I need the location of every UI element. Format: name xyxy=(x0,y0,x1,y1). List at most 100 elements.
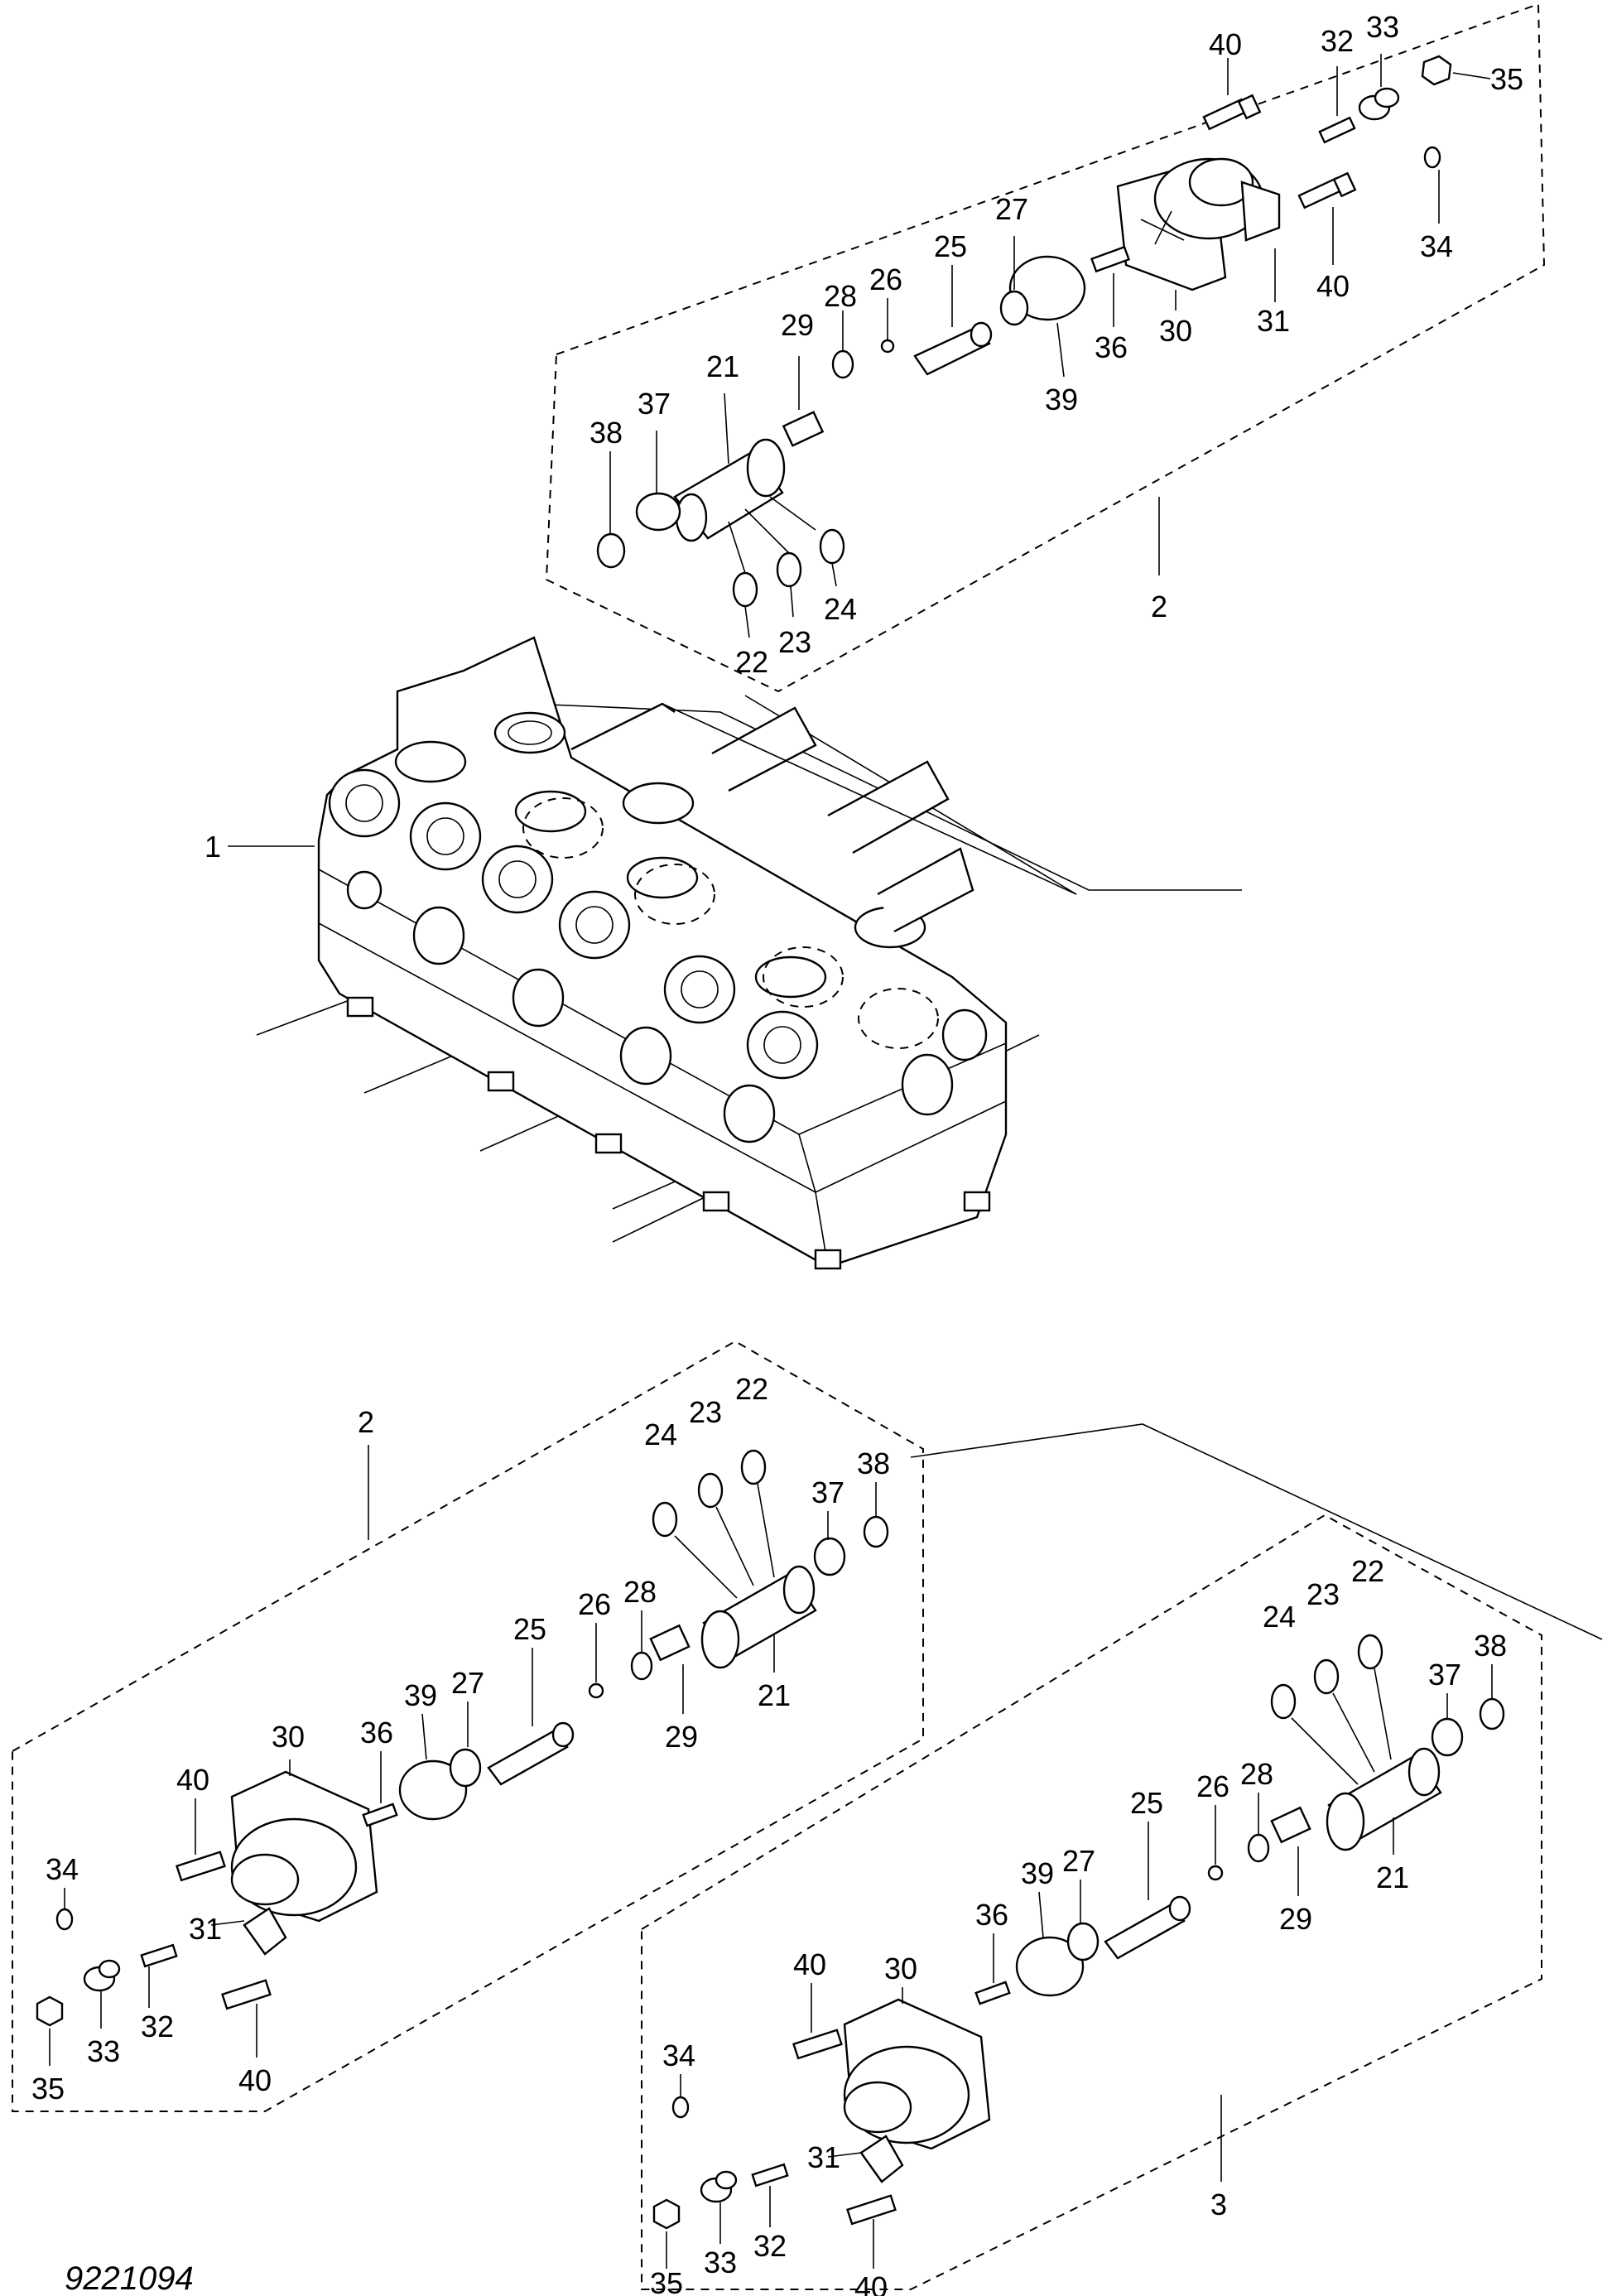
assembly-group-lower-left: 2 30 40 34 31 32 33 35 40 36 39 27 25 26… xyxy=(12,1340,924,2112)
sleeve-21-lr xyxy=(1326,1747,1442,1851)
ball-26-lr xyxy=(1207,1865,1224,1881)
label-24: 24 xyxy=(824,592,857,626)
port-boss xyxy=(328,768,401,838)
label-31: 31 xyxy=(1257,304,1290,338)
nut-35-ll xyxy=(36,1995,64,2027)
diaphragm-39 xyxy=(1008,255,1086,321)
spring-36 xyxy=(1090,245,1131,273)
spring-29-lr xyxy=(1270,1806,1311,1844)
washer-27 xyxy=(999,290,1029,326)
plug-37-ll xyxy=(813,1537,846,1576)
label-28: 28 xyxy=(824,279,857,313)
spring-29 xyxy=(782,411,825,447)
o-ring-38 xyxy=(596,532,626,569)
solenoid-housing-ll xyxy=(230,1770,378,1956)
label-33-ll: 33 xyxy=(87,2034,120,2068)
label-24-lr: 24 xyxy=(1263,1600,1296,1634)
label-40b-ll: 40 xyxy=(238,2063,272,2097)
o-ring-22 xyxy=(732,571,758,608)
label-37-ll: 37 xyxy=(811,1475,844,1509)
bolt-ll-a xyxy=(176,1851,226,1882)
label-38: 38 xyxy=(589,416,623,450)
label-29-lr: 29 xyxy=(1279,1902,1312,1936)
label-25-ll: 25 xyxy=(513,1612,546,1646)
label-33-lr: 33 xyxy=(704,2245,737,2279)
label-35-lr: 35 xyxy=(650,2266,683,2296)
spring-36-lr xyxy=(974,1981,1011,2005)
o-ring-34-ll xyxy=(55,1908,74,1931)
bolt-lower xyxy=(1297,171,1357,209)
drawing-number: 9221094 xyxy=(65,2260,194,2296)
o-ring-24-ll xyxy=(652,1501,678,1538)
spool-25 xyxy=(913,321,993,376)
label-39-lr: 39 xyxy=(1021,1856,1054,1890)
assembly-group-lower-right: 3 30 40 34 31 32 33 35 40 36 39 27 25 26… xyxy=(641,1514,1542,2296)
o-ring-23 xyxy=(776,551,802,588)
label-1: 1 xyxy=(205,830,221,864)
assembly-group-top: 40 32 33 35 34 40 31 30 36 39 27 25 26 2… xyxy=(545,2,1546,693)
adjust-screw xyxy=(1358,87,1400,121)
label-22-lr: 22 xyxy=(1351,1554,1384,1588)
label-2-top: 2 xyxy=(1151,590,1167,623)
label-23: 23 xyxy=(778,625,811,659)
o-ring-22-ll xyxy=(740,1449,767,1485)
ball-26 xyxy=(880,339,895,354)
label-21-ll: 21 xyxy=(758,1678,791,1712)
label-34-ll: 34 xyxy=(46,1852,79,1886)
label-34-lr: 34 xyxy=(662,2038,695,2072)
label-31-lr: 31 xyxy=(807,2140,840,2174)
nut-35-lr xyxy=(652,2198,681,2230)
ball-26-ll xyxy=(588,1682,604,1699)
label-28-lr: 28 xyxy=(1240,1757,1273,1791)
washer-27-lr xyxy=(1066,1922,1100,1961)
label-37: 37 xyxy=(638,387,671,421)
label-24-ll: 24 xyxy=(644,1418,677,1451)
valve-body: 1 xyxy=(205,636,1603,1640)
label-29: 29 xyxy=(781,308,814,342)
nut-35 xyxy=(1421,55,1452,86)
o-ring-38-lr xyxy=(1479,1697,1505,1730)
label-33: 33 xyxy=(1366,10,1399,44)
label-36-ll: 36 xyxy=(360,1716,393,1750)
label-32: 32 xyxy=(1321,24,1354,58)
label-40: 40 xyxy=(1209,27,1242,61)
label-36: 36 xyxy=(1095,330,1128,364)
o-ring-22-lr xyxy=(1357,1634,1383,1670)
o-ring-28-ll xyxy=(630,1651,653,1681)
label-40b-lr: 40 xyxy=(854,2270,888,2296)
spool-25-ll xyxy=(487,1729,569,1786)
label-30: 30 xyxy=(1159,314,1192,348)
bolt-upper xyxy=(1202,94,1262,131)
o-ring-38-ll xyxy=(863,1515,889,1548)
label-28-ll: 28 xyxy=(623,1575,657,1609)
label-39: 39 xyxy=(1045,383,1078,416)
o-ring-34 xyxy=(1423,146,1441,169)
o-ring-24-lr xyxy=(1270,1683,1297,1720)
sleeve-21 xyxy=(673,438,786,542)
label-23-ll: 23 xyxy=(689,1395,722,1429)
o-ring-28 xyxy=(831,349,854,379)
label-26: 26 xyxy=(869,262,902,296)
label-32-ll: 32 xyxy=(141,2010,174,2043)
label-27-lr: 27 xyxy=(1062,1844,1095,1878)
label-29-ll: 29 xyxy=(665,1720,698,1754)
washer-27-ll xyxy=(449,1748,482,1788)
label-39-ll: 39 xyxy=(404,1678,437,1712)
label-38-lr: 38 xyxy=(1474,1629,1507,1663)
solenoid-housing-lr xyxy=(843,1998,991,2183)
label-26-ll: 26 xyxy=(578,1587,611,1621)
label-36-lr: 36 xyxy=(975,1898,1008,1932)
bolt-lr-a xyxy=(792,2029,843,2060)
spring-29-ll xyxy=(649,1624,691,1662)
label-27-ll: 27 xyxy=(451,1666,484,1700)
spool-25-lr xyxy=(1104,1903,1186,1960)
label-23-lr: 23 xyxy=(1306,1577,1340,1611)
label-21-lr: 21 xyxy=(1376,1860,1409,1894)
o-ring-23-lr xyxy=(1313,1658,1340,1695)
label-37-lr: 37 xyxy=(1428,1658,1461,1692)
diaphragm-39-lr xyxy=(1015,1936,1085,1997)
label-22-ll: 22 xyxy=(735,1372,768,1406)
spring-36-ll xyxy=(362,1803,398,1827)
label-35: 35 xyxy=(1490,62,1523,96)
